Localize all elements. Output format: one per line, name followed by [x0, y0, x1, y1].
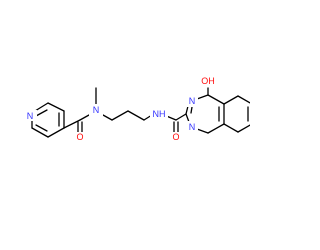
- bond: [79, 114, 90, 121]
- atom-label-layer: N O N NH O OH N N: [24, 75, 217, 143]
- bond: [63, 119, 81, 129]
- bond: [47, 127, 65, 138]
- bond: [196, 94, 209, 100]
- bond: [185, 113, 190, 123]
- bond: [223, 123, 239, 133]
- bond: [102, 114, 113, 121]
- bond: [35, 109, 48, 117]
- bond: [207, 123, 225, 134]
- pyridine-nitrogen-label: N: [27, 111, 34, 121]
- bond: [35, 124, 48, 132]
- bond: [190, 106, 193, 114]
- hydroxyl-group-label: OH: [201, 76, 215, 86]
- bond: [196, 128, 209, 134]
- bond: [223, 95, 239, 105]
- bond: [34, 102, 49, 112]
- bond: [185, 105, 189, 115]
- molecular-structure: N O N NH O OH N N: [24, 75, 250, 143]
- bond: [175, 113, 187, 121]
- quinazoline-n3-label: N: [189, 96, 196, 106]
- amide-oxygen-label-2: O: [172, 132, 179, 142]
- quinazoline-n1-label: N: [189, 122, 196, 132]
- bond: [207, 94, 225, 105]
- methyl-amine-nitrogen-label: N: [93, 105, 100, 115]
- bond-layer: [31, 87, 250, 138]
- bond: [237, 95, 250, 104]
- bond: [237, 124, 250, 133]
- bond: [47, 102, 65, 112]
- bond: [31, 127, 49, 138]
- amide-oxygen-label-1: O: [76, 132, 83, 142]
- bond: [127, 110, 145, 121]
- bond: [111, 110, 129, 121]
- amide-nitrogen-label-2: NH: [153, 109, 166, 119]
